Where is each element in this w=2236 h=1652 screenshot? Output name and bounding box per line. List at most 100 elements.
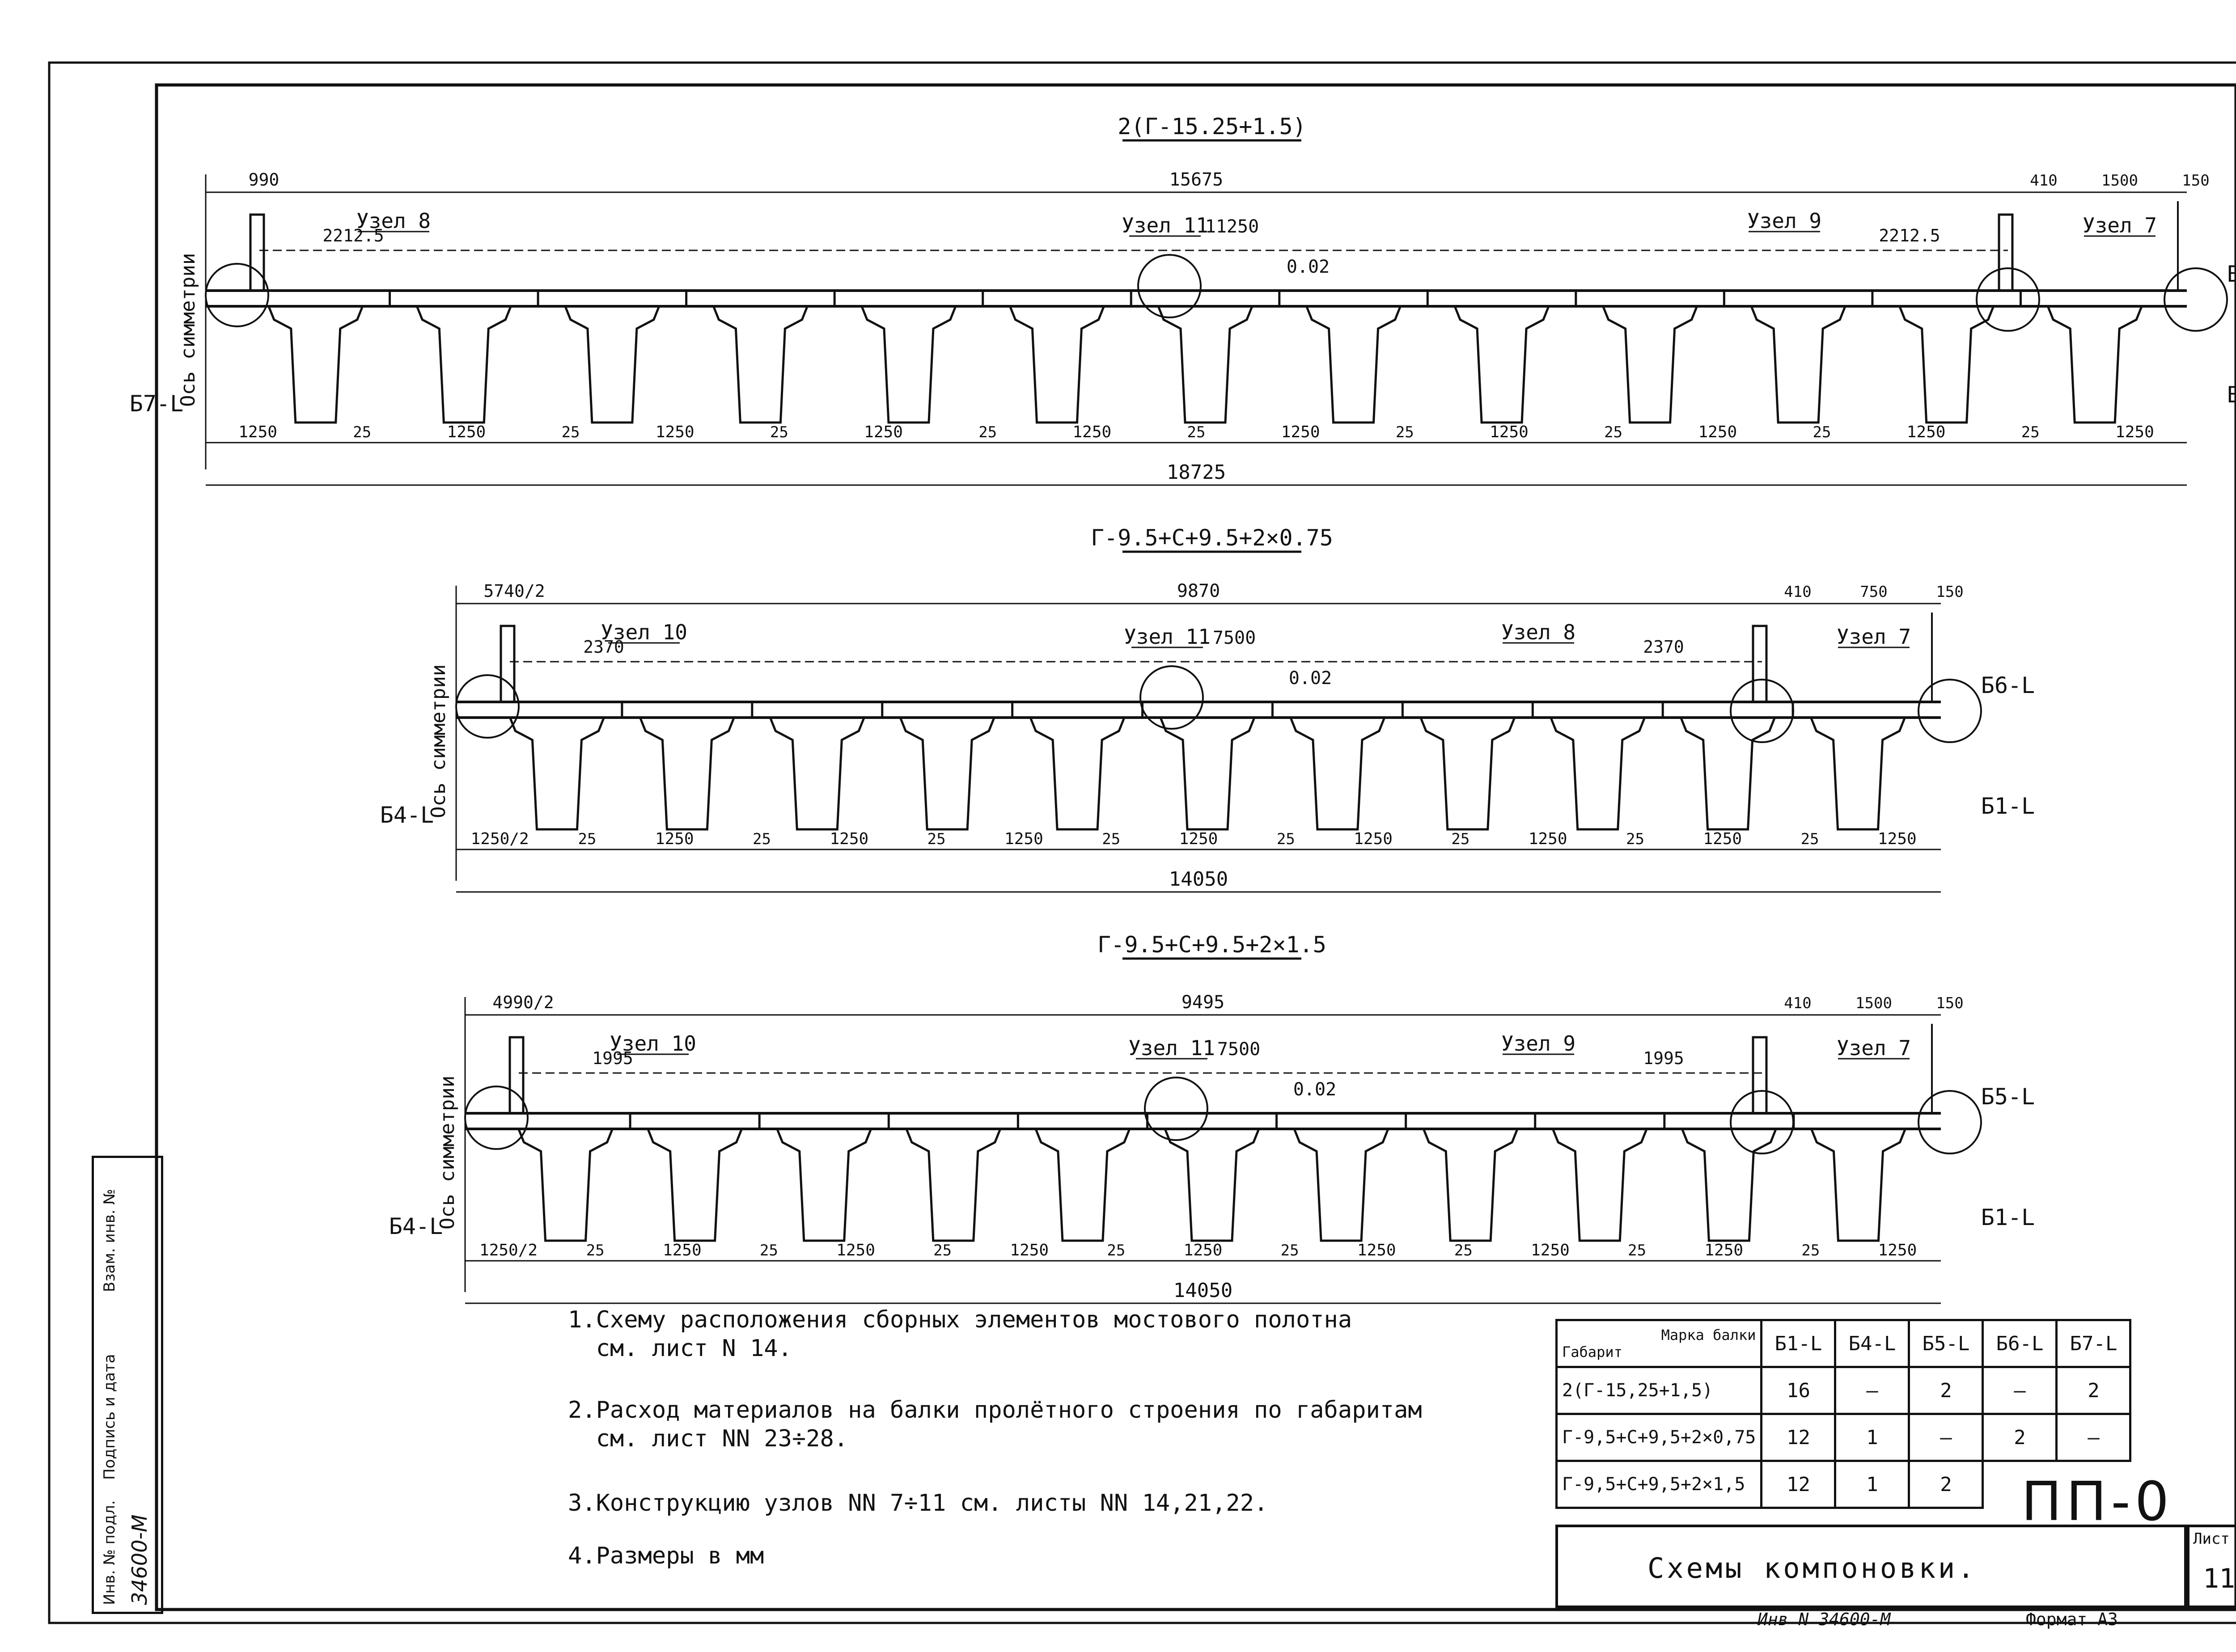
- beam-mark-left: Б7-L: [130, 391, 183, 417]
- node-label: Узел 9: [1747, 209, 1821, 233]
- dim-left: 990: [249, 170, 280, 190]
- cell: —: [1982, 1366, 2058, 1415]
- railing-left: [249, 213, 265, 292]
- stamp-vzam: Взам. инв. №: [101, 1189, 119, 1292]
- stamp-podpis: Подпись и дата: [101, 1354, 119, 1480]
- dim-spacing: 1250: [1704, 1241, 1743, 1259]
- slope-label: 0.02: [1287, 257, 1330, 277]
- dim-gap: 25: [1813, 423, 1831, 441]
- node-label: Узел 8: [356, 209, 431, 233]
- dim-spacing: 1250: [1184, 1241, 1223, 1259]
- footer-inv: Инв N 34600-М: [1757, 1610, 1891, 1629]
- node-label: Узел 7: [1837, 1036, 1911, 1060]
- sheet-number-box: Лист 11: [2187, 1525, 2236, 1608]
- beam-stem: [860, 306, 957, 424]
- node-label: Узел 11: [1122, 213, 1208, 237]
- sheet-number: 11: [2203, 1563, 2236, 1594]
- dim-spacing: 1250: [1490, 423, 1529, 441]
- dim-gap: 25: [1396, 423, 1414, 441]
- sheet-code: ПП-0: [2021, 1471, 2174, 1533]
- beam-stem: [647, 1128, 743, 1242]
- dim-overall: 14050: [1169, 868, 1228, 891]
- axis-label: Ось симметрии: [177, 253, 199, 407]
- beam-mark-left: Б4-L: [380, 802, 434, 828]
- dim-spacing: 1250: [1010, 1241, 1049, 1259]
- beam-stem: [517, 1128, 614, 1242]
- beam-stem: [1159, 717, 1256, 831]
- cell: 12: [1760, 1413, 1837, 1462]
- dim-spacing: 1250: [1531, 1241, 1570, 1259]
- stamp-inv-podl: Инв. № подл.: [101, 1500, 119, 1605]
- node-label: Узел 11: [1128, 1036, 1215, 1060]
- section-title: Г-9.5+С+9.5+2×1.5: [1097, 932, 1326, 958]
- dim-spacing: 1250: [864, 423, 903, 441]
- dim-gap: 25: [2021, 423, 2040, 441]
- dim-gap: 25: [1451, 830, 1469, 848]
- cell: 12: [1760, 1460, 1837, 1509]
- node-circle: [1918, 1090, 1982, 1154]
- beam-stem: [712, 306, 809, 424]
- dim-spacing: 1250: [1357, 1241, 1396, 1259]
- deck-dim-right: 2370: [1643, 637, 1684, 657]
- dim-gap: 25: [933, 1242, 952, 1259]
- beam-stem: [1157, 306, 1254, 424]
- dim-left: 5740/2: [483, 581, 545, 601]
- railing-right: [1752, 625, 1768, 703]
- beam-stem: [267, 306, 364, 424]
- railing-left: [508, 1036, 525, 1115]
- corner-bottom: Габарит: [1562, 1344, 1622, 1360]
- table-row: 2(Г-15,25+1,5) 16 — 2 — 2: [1555, 1366, 2132, 1415]
- dim-right: 150: [1936, 994, 1963, 1012]
- dim-right: 750: [1860, 583, 1887, 601]
- node-label: Узел 7: [2083, 213, 2157, 237]
- col-header: Б7-L: [2055, 1319, 2132, 1368]
- note-4: 4.Размеры в мм: [568, 1542, 764, 1569]
- dim-spacing: 1250: [830, 830, 868, 848]
- cell: 2: [1908, 1366, 1984, 1415]
- dim-gap: 25: [1628, 1242, 1646, 1259]
- cell: 1: [1834, 1413, 1910, 1462]
- dim-gap: 25: [760, 1242, 778, 1259]
- dim-gap: 25: [927, 830, 946, 848]
- beam-mark-bottom: Б1-L: [2227, 382, 2236, 408]
- note-2: 2.Расход материалов на балки пролётного …: [568, 1397, 1422, 1452]
- table-corner: Марка балки Габарит: [1555, 1319, 1763, 1368]
- section-title: 2(Г-15.25+1.5): [1118, 114, 1306, 139]
- beam-stem: [776, 1128, 872, 1242]
- beam-stem: [1419, 717, 1516, 831]
- beam-stem: [1293, 1128, 1389, 1242]
- col-header: Б4-L: [1834, 1319, 1910, 1368]
- dim-spacing: 1250: [663, 1241, 702, 1259]
- dim-spacing: 1250: [2115, 423, 2154, 441]
- dim-span: 15675: [1169, 169, 1223, 190]
- beam-stem: [1164, 1128, 1260, 1242]
- node-circle: [455, 674, 520, 739]
- dim-gap: 25: [770, 423, 788, 441]
- beam-stem: [564, 306, 661, 424]
- dim-spacing: 1250: [1698, 423, 1737, 441]
- dim-right: 1500: [2101, 172, 2138, 190]
- row-gabarit: Г-9,5+С+9,5+2×0,75: [1555, 1413, 1763, 1462]
- dim-gap: 25: [1281, 1242, 1299, 1259]
- beam-stem: [1289, 717, 1386, 831]
- deck-dim-mid: 11250: [1205, 216, 1259, 237]
- dim-right: 410: [1784, 994, 1811, 1012]
- beam-stem: [1750, 306, 1846, 424]
- beam-stem: [1305, 306, 1402, 424]
- dim-right: 410: [1784, 583, 1811, 601]
- beam-mark-bottom: Б1-L: [1981, 793, 2035, 819]
- beam-stem: [2046, 306, 2143, 424]
- dim-gap: 25: [1454, 1242, 1473, 1259]
- dim-gap: 25: [578, 830, 596, 848]
- node-circle: [1137, 254, 1202, 318]
- dim-gap: 25: [562, 423, 580, 441]
- dim-spacing: 1250/2: [471, 830, 529, 848]
- cell: 2: [1982, 1413, 2058, 1462]
- dim-gap: 25: [586, 1242, 605, 1259]
- beam-stem: [415, 306, 512, 424]
- beam-mark-right: Б6-L: [1981, 672, 2035, 698]
- beam-stem: [769, 717, 865, 831]
- dim-spacing: 1250: [1281, 423, 1320, 441]
